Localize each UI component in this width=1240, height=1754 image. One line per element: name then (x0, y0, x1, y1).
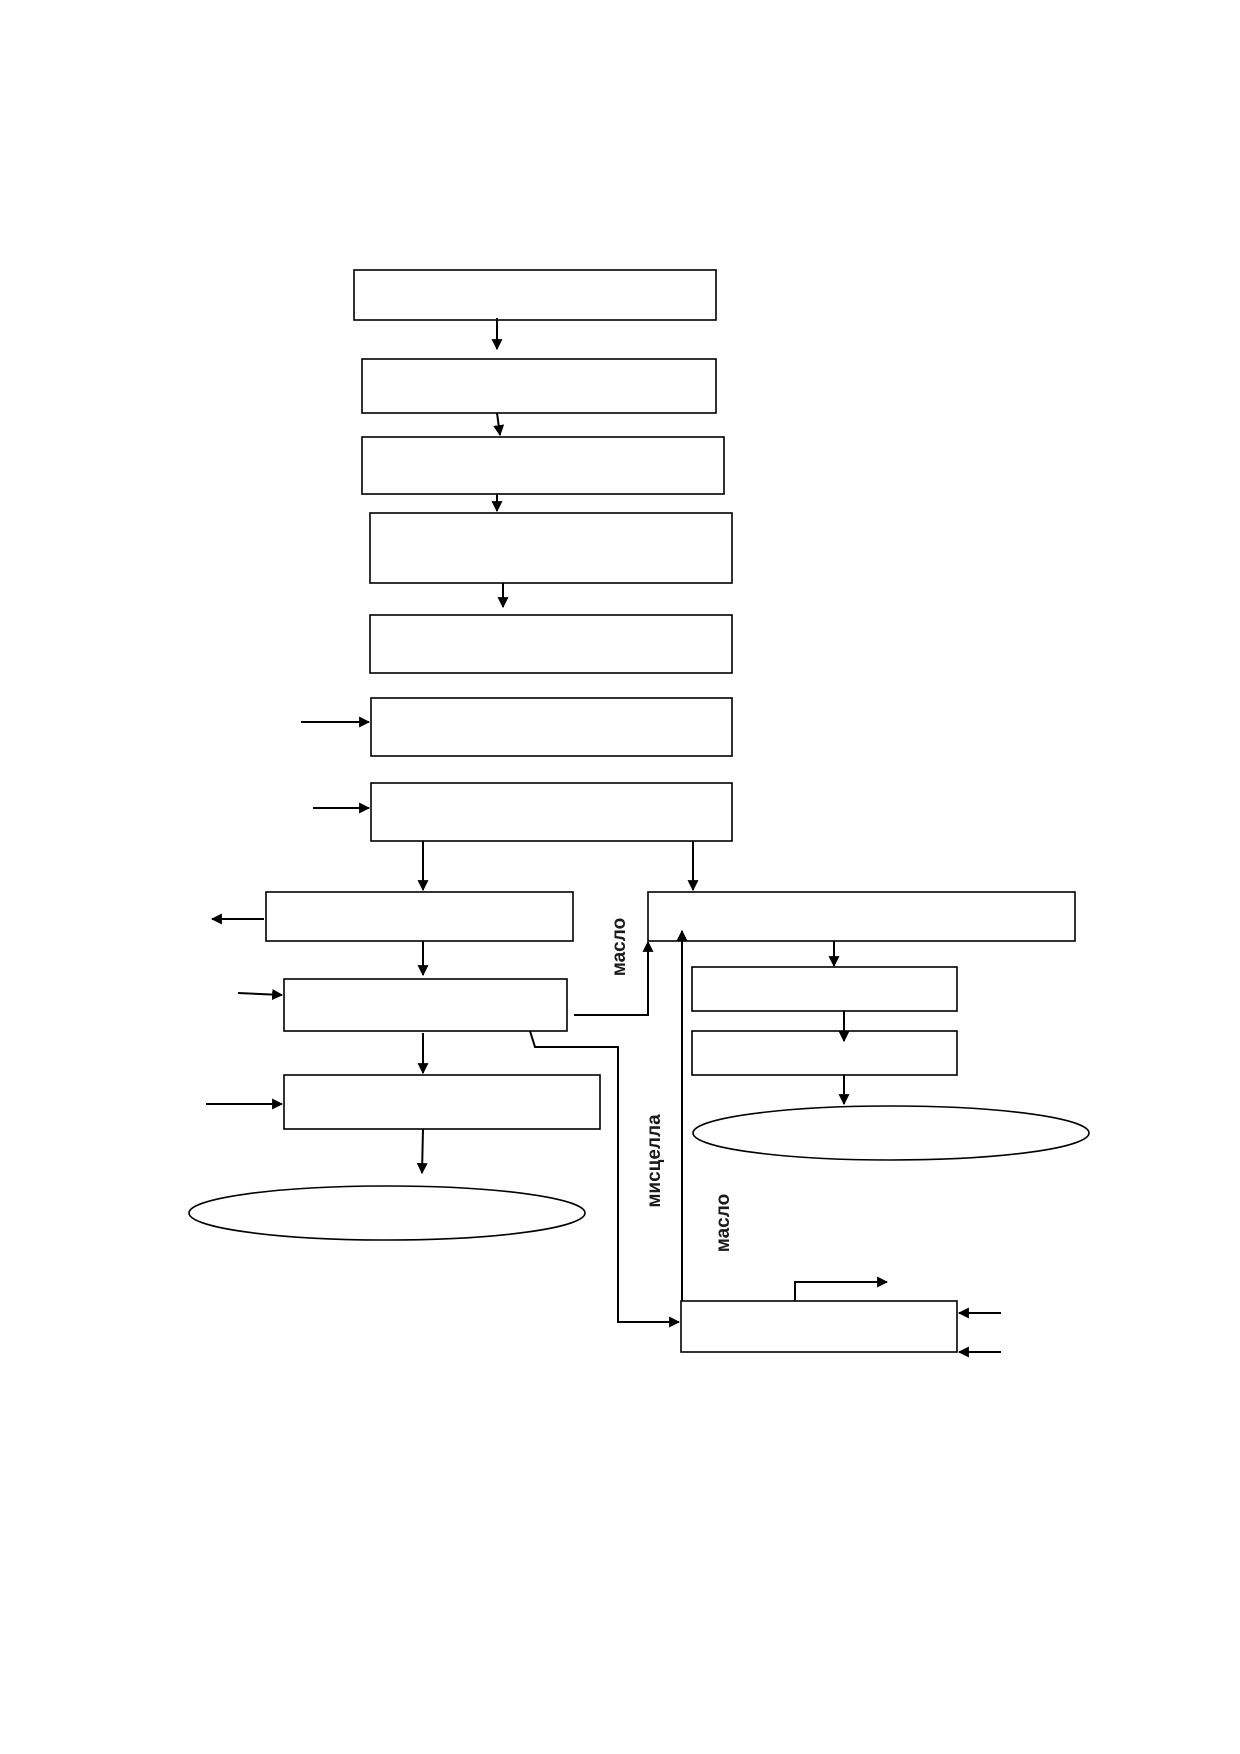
label-oil-upper: масло (609, 918, 630, 976)
miscella-flow-line (529, 1030, 681, 1328)
process-box-4 (369, 512, 733, 584)
right-terminal-ellipse (692, 1105, 1090, 1161)
oil-flow-line (574, 940, 654, 1016)
process-box-1 (353, 269, 717, 321)
process-box-5 (369, 614, 733, 674)
left-box-1 (265, 891, 574, 942)
input-arrow-left2 (237, 989, 284, 1001)
output-arrow-bottom (794, 1276, 889, 1301)
arrow-left3-ellipse (416, 1128, 428, 1175)
process-box-3 (361, 436, 725, 495)
right-box-2 (691, 966, 958, 1012)
process-box-7 (370, 782, 733, 842)
process-box-6 (370, 697, 733, 757)
arrow-2-3 (493, 412, 505, 437)
bottom-box (680, 1300, 958, 1353)
left-terminal-ellipse (188, 1185, 586, 1241)
left-box-2 (283, 978, 568, 1032)
left-box-3 (283, 1074, 601, 1130)
right-box-3 (691, 1030, 958, 1076)
label-miscella: мисцелла (644, 1114, 665, 1208)
right-box-1 (647, 891, 1076, 942)
process-box-2 (361, 358, 717, 414)
label-oil-lower: масло (713, 1194, 734, 1252)
